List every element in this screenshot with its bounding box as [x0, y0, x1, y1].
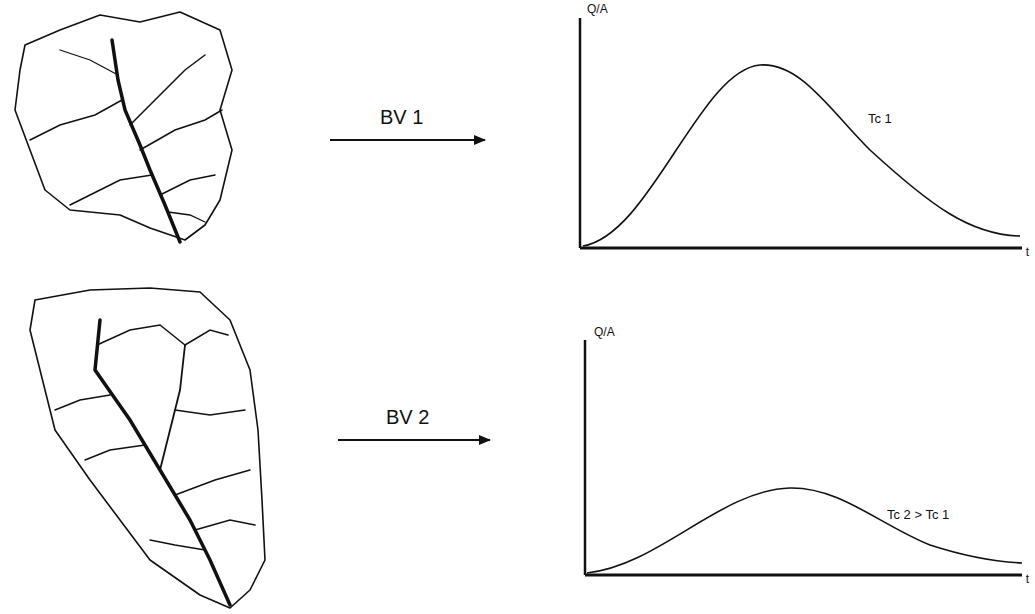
arrow	[330, 139, 485, 141]
axis-label: t	[1024, 573, 1031, 586]
drainage-network	[55, 320, 255, 605]
curve-label: Tc 2 > Tc 1	[885, 508, 951, 522]
graph-label: BV 1	[378, 106, 425, 128]
curve-label: Tc 1	[866, 112, 894, 126]
watershed-outline	[30, 288, 265, 608]
graph-axes	[585, 340, 1022, 575]
arrow	[338, 439, 490, 441]
hydrograph-curve	[583, 65, 1020, 246]
axis-label: Q/A	[592, 326, 617, 339]
graph-axes	[580, 18, 1022, 248]
watershed-outline	[15, 12, 232, 240]
hydrograph-curve	[587, 488, 1022, 573]
graph-label: BV 2	[384, 406, 431, 428]
axis-label: Q/A	[585, 3, 610, 16]
axis-label: t	[1024, 246, 1031, 259]
drainage-network	[30, 40, 222, 242]
